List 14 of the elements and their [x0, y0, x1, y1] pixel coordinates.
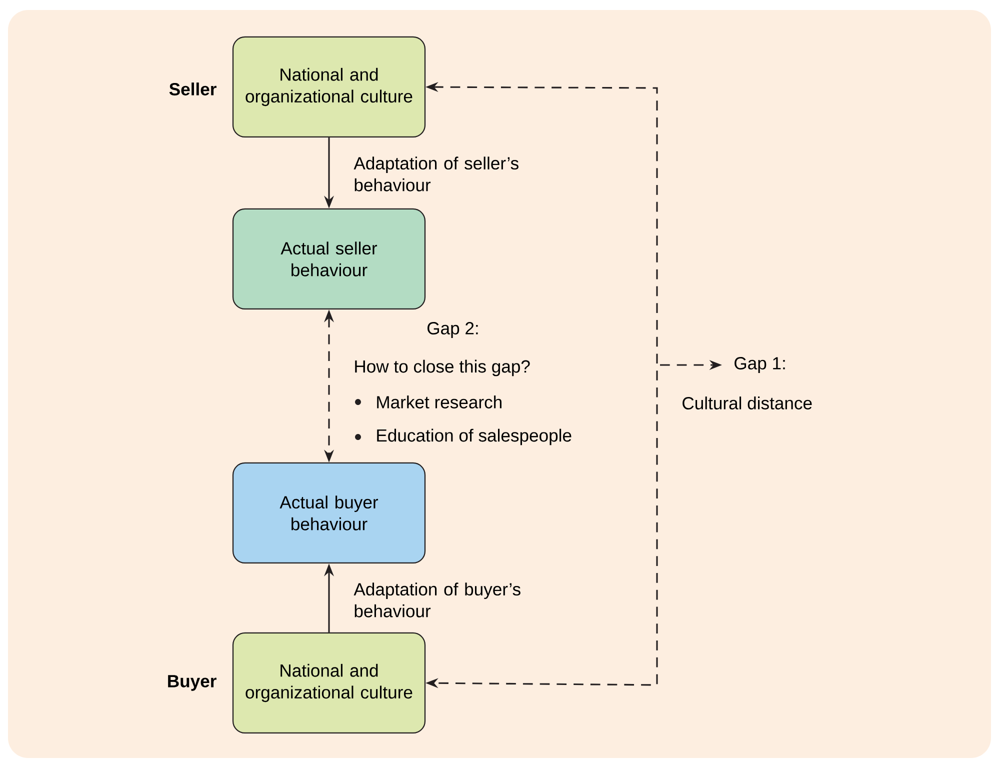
note-text: Education of salespeople — [377, 428, 572, 446]
process-box: National and organizational culture — [232, 632, 426, 734]
note-text: Gap 2: — [428, 322, 478, 338]
side-label: Seller — [169, 82, 216, 96]
legend-text: Gap 1: — [734, 357, 785, 373]
note-text: Market research — [377, 396, 502, 408]
process-box: Actual seller behaviour — [232, 208, 426, 310]
process-box: Actual buyer behaviour — [232, 462, 426, 564]
process-box: National and organizational culture — [232, 36, 426, 138]
note-text: Cultural distance — [682, 396, 812, 410]
note-text: How to close this gap? — [355, 360, 530, 376]
edge-label: Adaptation of seller’s behaviour — [354, 156, 518, 192]
edge-label: Adaptation of buyer’s behaviour — [354, 582, 520, 618]
side-label: Buyer — [168, 675, 216, 691]
